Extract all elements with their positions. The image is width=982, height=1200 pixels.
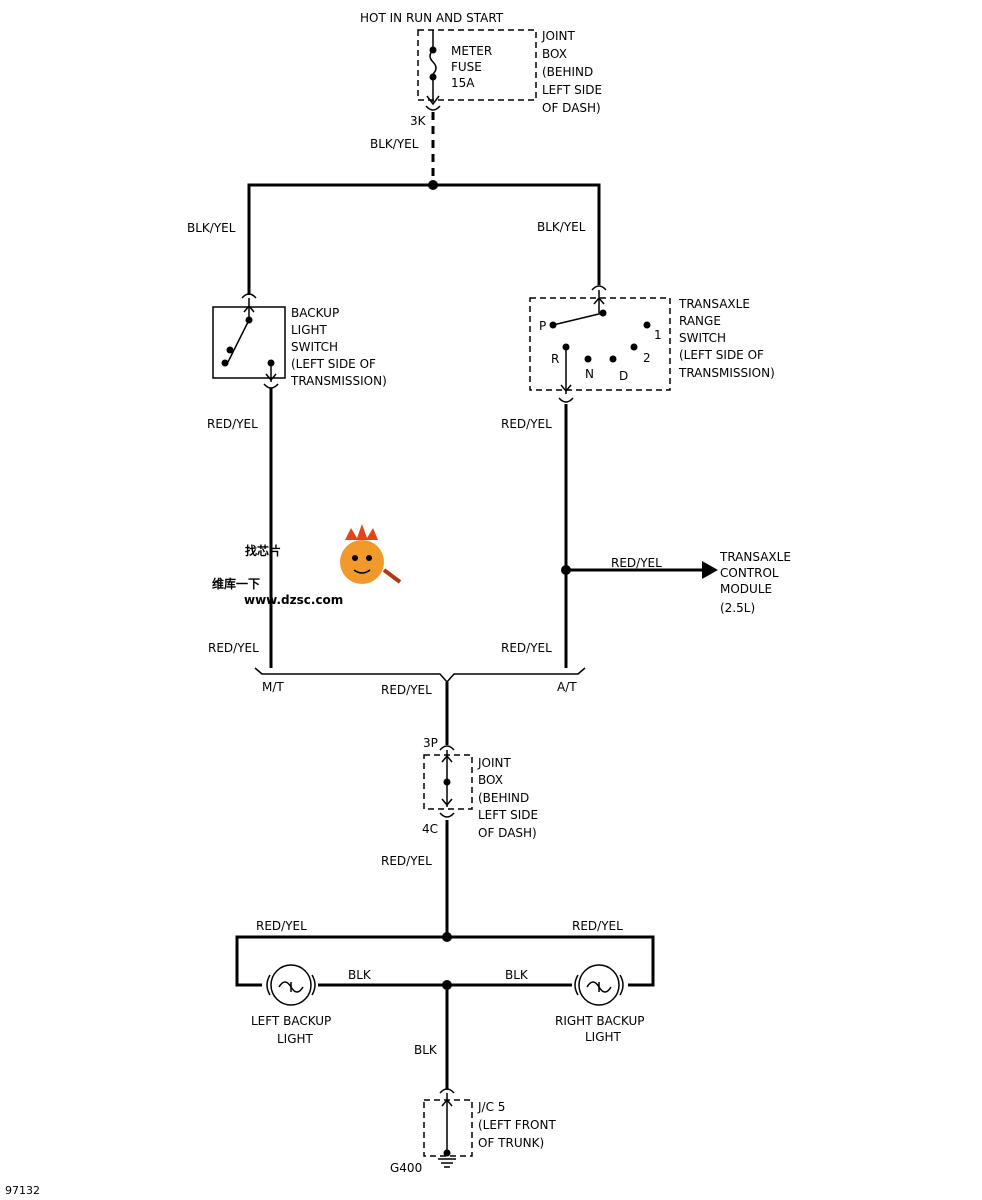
left-branch-wire [247,183,433,295]
left-lamp-feed-wire [235,935,447,987]
joint-box-top [417,29,537,111]
svg-text:P: P [539,319,546,333]
svg-text:LIGHT: LIGHT [585,1030,622,1044]
right-branch-wire [433,183,601,285]
right-backup-lamp-label: RIGHT BACKUP LIGHT [555,1014,645,1044]
svg-text:OF DASH): OF DASH) [478,826,537,840]
joint-box-top-label: JOINT BOX (BEHIND LEFT SIDE OF DASH) [541,29,602,115]
left-lamp-feed-label: RED/YEL [256,919,307,933]
joint-box-mid-pin-out: 4C [422,822,438,836]
svg-text:METER: METER [451,44,492,58]
svg-text:FUSE: FUSE [451,60,482,74]
automatic-output-label-upper: RED/YEL [501,417,552,431]
transaxle-range-switch-label: TRANSAXLE RANGE SWITCH (LEFT SIDE OF TRA… [678,297,775,380]
svg-text:BOX: BOX [542,47,567,61]
svg-text:LEFT SIDE: LEFT SIDE [478,808,538,822]
svg-text:CONTROL: CONTROL [720,566,779,580]
meter-fuse-label: METER FUSE 15A [451,44,492,90]
left-branch-label: BLK/YEL [187,221,236,235]
svg-text:RIGHT BACKUP: RIGHT BACKUP [555,1014,645,1028]
manual-output-label-upper: RED/YEL [207,417,258,431]
svg-text:LIGHT: LIGHT [291,323,328,337]
ground-id-label: G400 [390,1161,422,1175]
joint-box-mid-label: JOINT BOX (BEHIND LEFT SIDE OF DASH) [477,756,538,840]
ground-connector-label: J/C 5 (LEFT FRONT OF TRUNK) [477,1100,556,1150]
svg-text:RANGE: RANGE [679,314,721,328]
right-lamp-feed-label: RED/YEL [572,919,623,933]
svg-text:(2.5L): (2.5L) [720,601,755,615]
svg-text:找芯片: 找芯片 [245,543,281,558]
left-backup-lamp-icon [266,964,316,1006]
left-backup-lamp-label: LEFT BACKUP LIGHT [251,1014,331,1046]
manual-output-label-lower: RED/YEL [208,641,259,655]
automatic-output-label-lower: RED/YEL [501,641,552,655]
svg-text:(BEHIND: (BEHIND [478,791,529,805]
svg-text:JOINT: JOINT [541,29,576,43]
feed-wire-label: BLK/YEL [370,137,419,151]
svg-text:www.dzsc.com: www.dzsc.com [244,593,343,607]
svg-text:LEFT SIDE: LEFT SIDE [542,83,602,97]
svg-text:(LEFT SIDE OF: (LEFT SIDE OF [679,348,764,362]
svg-text:LEFT BACKUP: LEFT BACKUP [251,1014,331,1028]
svg-text:15A: 15A [451,76,475,90]
tcm-arrow-icon [702,561,718,579]
svg-text:(LEFT SIDE OF: (LEFT SIDE OF [291,357,376,371]
joint-box-top-pin: 3K [410,114,427,128]
right-lamp-feed-wire [447,935,655,987]
svg-text:(LEFT FRONT: (LEFT FRONT [478,1118,556,1132]
variant-brace [254,667,586,684]
manual-variant-label: M/T [262,680,284,694]
svg-text:(BEHIND: (BEHIND [542,65,593,79]
svg-text:SWITCH: SWITCH [291,340,338,354]
transaxle-range-switch [529,285,671,403]
svg-text:维库一下: 维库一下 [212,576,260,591]
svg-text:TRANSMISSION): TRANSMISSION) [290,374,387,388]
tcm-branch-label: RED/YEL [611,556,662,570]
ground-wire-label: BLK [414,1043,438,1057]
svg-text:1: 1 [654,328,662,342]
dzsc-watermark-logo: 找芯片 维库一下 www.dzsc.com [212,524,402,607]
merged-wire-label: RED/YEL [381,683,432,697]
svg-text:TRANSAXLE: TRANSAXLE [719,550,791,564]
svg-text:R: R [551,352,559,366]
svg-text:N: N [585,367,594,381]
right-branch-label: BLK/YEL [537,220,586,234]
svg-text:MODULE: MODULE [720,582,772,596]
svg-text:J/C 5: J/C 5 [477,1100,505,1114]
joint-box-output-label: RED/YEL [381,854,432,868]
svg-text:D: D [619,369,628,383]
svg-text:BACKUP: BACKUP [291,306,339,320]
left-lamp-ground-label: BLK [348,968,372,982]
joint-box-mid [423,745,473,818]
svg-text:SWITCH: SWITCH [679,331,726,345]
range-switch-positions: P R N D 2 1 [539,319,662,383]
joint-box-mid-pin-in: 3P [423,736,438,750]
ground-symbol-icon [438,1158,456,1168]
svg-text:LIGHT: LIGHT [277,1032,314,1046]
tcm-label: TRANSAXLE CONTROL MODULE (2.5L) [719,550,791,615]
figure-id: 97132 [5,1184,40,1197]
backup-light-switch-label: BACKUP LIGHT SWITCH (LEFT SIDE OF TRANSM… [290,306,387,388]
automatic-variant-label: A/T [557,680,577,694]
svg-text:TRANSAXLE: TRANSAXLE [678,297,750,311]
svg-text:OF TRUNK): OF TRUNK) [478,1136,544,1150]
svg-text:JOINT: JOINT [477,756,512,770]
svg-text:OF DASH): OF DASH) [542,101,601,115]
ground-connector-jc5 [423,1088,473,1157]
svg-text:2: 2 [643,351,651,365]
right-backup-lamp-icon [574,964,624,1006]
power-source-label: HOT IN RUN AND START [360,11,504,25]
svg-text:TRANSMISSION): TRANSMISSION) [678,366,775,380]
backup-light-switch [212,293,286,389]
right-lamp-ground-label: BLK [505,968,529,982]
svg-text:BOX: BOX [478,773,503,787]
